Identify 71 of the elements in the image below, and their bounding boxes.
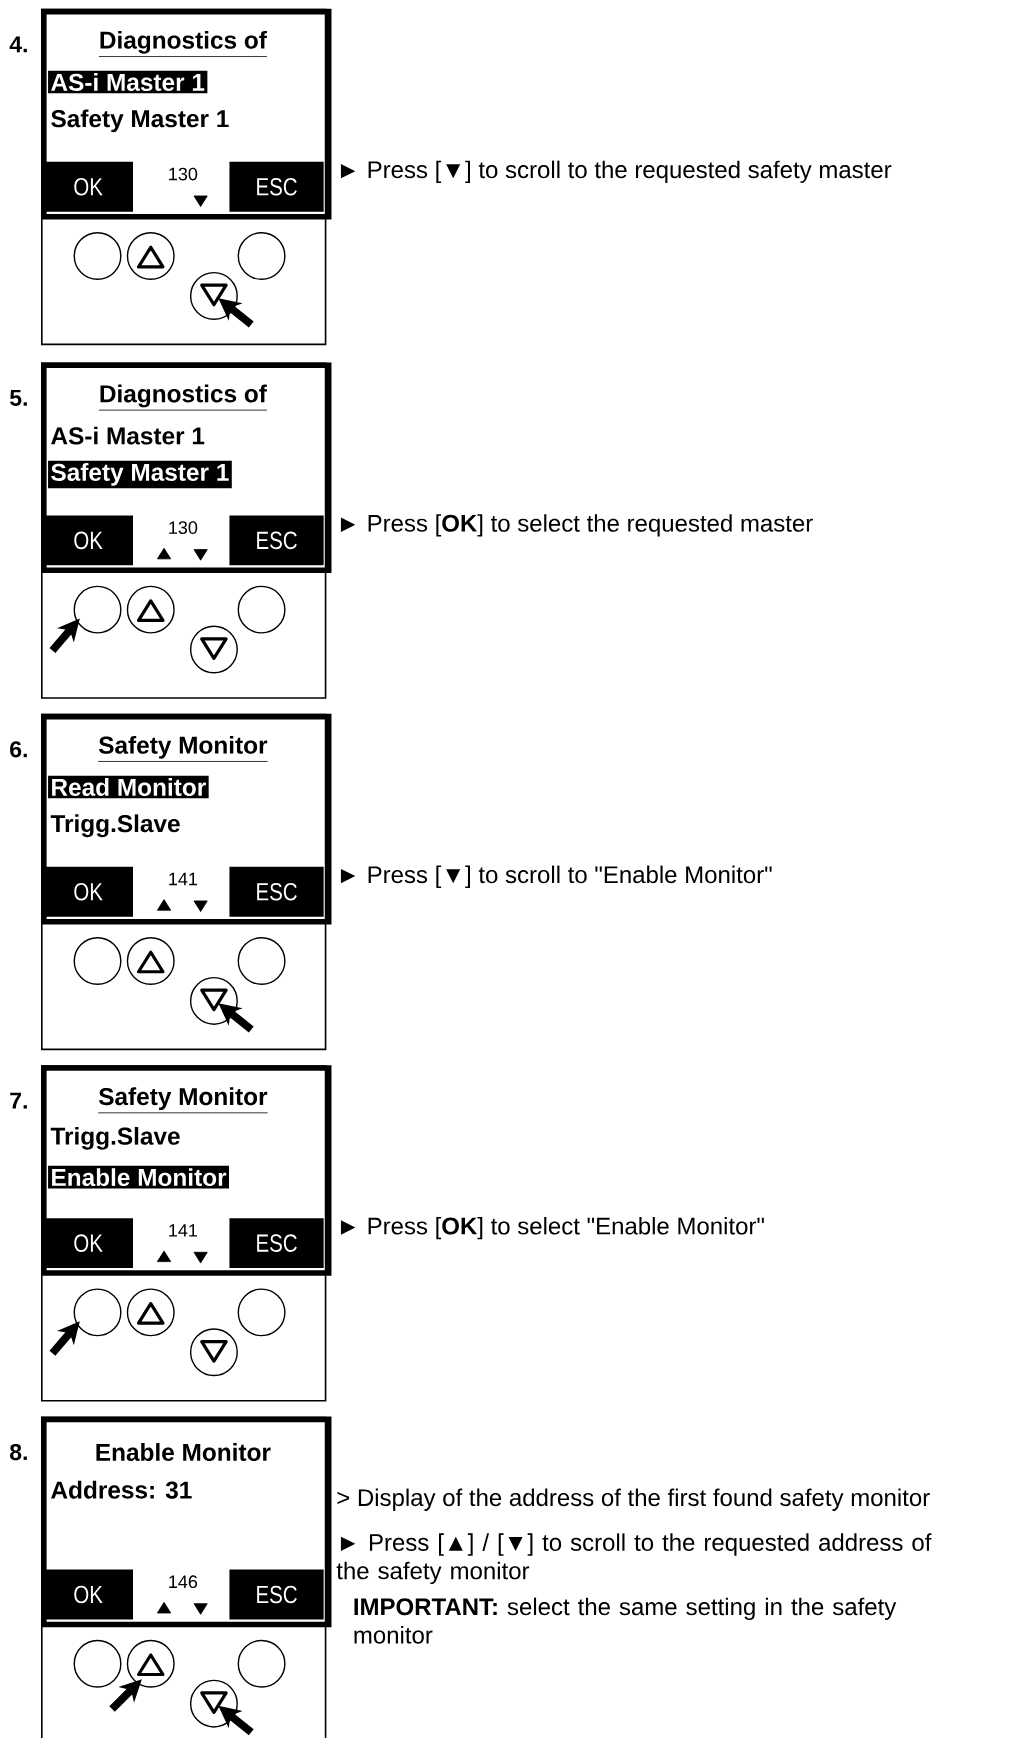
instruction-text: ► Press [▼] to scroll to the requested safety master bbox=[341, 160, 892, 183]
node-label: ESC bbox=[257, 177, 298, 196]
arrow-key bbox=[190, 976, 239, 1025]
softkey: ESC bbox=[229, 1569, 324, 1620]
softkey: OK bbox=[43, 1218, 134, 1269]
softkey: ESC bbox=[229, 866, 324, 917]
menu-code: 146 bbox=[169, 1575, 198, 1589]
node-label: ESC bbox=[257, 882, 298, 901]
node-label: OK bbox=[74, 177, 103, 196]
menu-code: 130 bbox=[169, 167, 198, 181]
step-number: 7. bbox=[10, 1092, 28, 1109]
screen-title: Safety Monitor bbox=[98, 1087, 269, 1114]
step-number: 4. bbox=[9, 36, 28, 53]
arrow-key bbox=[127, 937, 175, 985]
arrow-key bbox=[127, 585, 175, 634]
node-label: ESC bbox=[257, 1234, 298, 1252]
node-label: OK bbox=[74, 1585, 103, 1604]
highlighted-menu-item: Enable Monitor bbox=[48, 1165, 230, 1189]
step-number: 8. bbox=[10, 1443, 28, 1461]
softkey: OK bbox=[43, 866, 134, 917]
arrow-key bbox=[127, 232, 175, 280]
key-button bbox=[73, 937, 122, 985]
highlighted-menu-item: Safety Master 1 bbox=[48, 460, 232, 489]
arrow-key bbox=[127, 1639, 175, 1688]
note-text: > Display of the address of the first found safety monitor bbox=[337, 1488, 930, 1511]
important-note: IMPORTANT: select the same setting in the safety monitor bbox=[354, 1597, 897, 1644]
arrow-key bbox=[190, 1328, 239, 1377]
key-button bbox=[73, 585, 122, 634]
node-label: OK bbox=[74, 531, 103, 550]
node-label: ESC bbox=[257, 531, 298, 550]
arrow-key bbox=[190, 625, 239, 674]
arrow-key bbox=[190, 1679, 239, 1728]
menu-item: Trigg.Slave bbox=[51, 814, 180, 838]
highlighted-menu-item: Read Monitor bbox=[48, 775, 209, 799]
softkey: ESC bbox=[229, 515, 324, 566]
key-button bbox=[237, 585, 286, 634]
arrow-key bbox=[190, 271, 239, 320]
menu-code: 141 bbox=[169, 872, 198, 886]
key-button bbox=[237, 1288, 286, 1337]
step-number: 5. bbox=[10, 389, 28, 406]
key-button bbox=[73, 1639, 122, 1688]
menu-code: 141 bbox=[169, 1224, 198, 1237]
instruction-text: ► Press [OK] to select "Enable Monitor" bbox=[341, 1216, 765, 1240]
softkey: OK bbox=[43, 161, 134, 212]
softkey: OK bbox=[43, 515, 134, 566]
node-label: OK bbox=[74, 1234, 103, 1252]
node-label: ESC bbox=[257, 1585, 298, 1604]
key-button bbox=[237, 1639, 286, 1688]
instruction-text: ► Press [▼] to scroll to "Enable Monitor" bbox=[341, 865, 772, 888]
arrow-key bbox=[127, 1288, 175, 1337]
key-button bbox=[73, 1288, 122, 1337]
key-button bbox=[237, 937, 286, 985]
instruction-text: ► Press [OK] to select the requested master bbox=[341, 514, 814, 537]
instruction-text: ► Press [▲] / [▼] to scroll to the requested address of the safety monitor bbox=[336, 1533, 932, 1585]
softkey: OK bbox=[43, 1569, 134, 1620]
screen-title: Safety Monitor bbox=[98, 735, 269, 762]
node-label: OK bbox=[74, 882, 103, 901]
menu-item: Safety Master 1 bbox=[51, 109, 229, 133]
highlighted-menu-item: AS-i Master 1 bbox=[48, 70, 208, 94]
menu-item: AS-i Master 1 bbox=[51, 426, 205, 445]
softkey: ESC bbox=[229, 161, 324, 212]
screen-title: Diagnostics of bbox=[98, 30, 268, 57]
step-number: 6. bbox=[10, 741, 28, 758]
key-button bbox=[237, 232, 286, 280]
menu-item: Trigg.Slave bbox=[51, 1126, 180, 1150]
key-button bbox=[73, 232, 122, 280]
menu-item: Address: 31 bbox=[51, 1480, 192, 1499]
softkey: ESC bbox=[229, 1218, 324, 1269]
menu-code: 130 bbox=[169, 521, 198, 534]
screen-title: Enable Monitor bbox=[96, 1443, 271, 1461]
screen-title: Diagnostics of bbox=[98, 384, 268, 411]
